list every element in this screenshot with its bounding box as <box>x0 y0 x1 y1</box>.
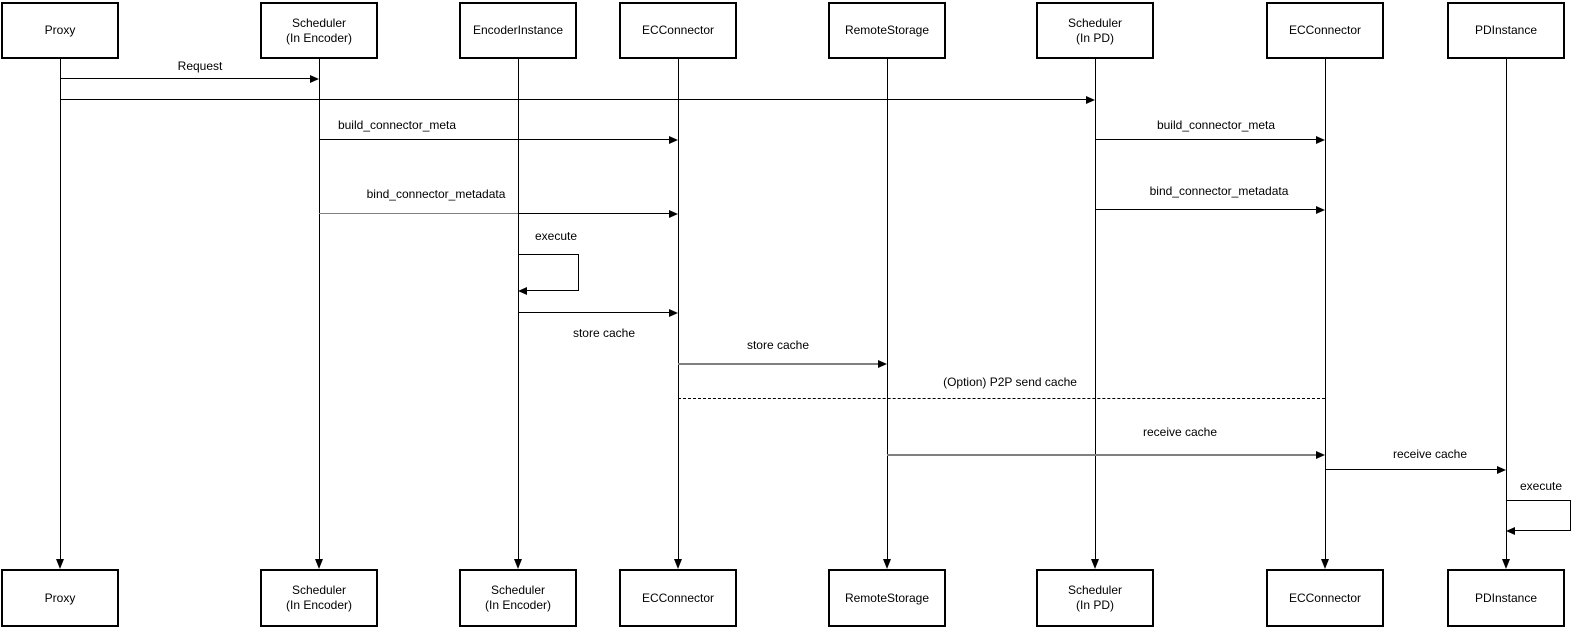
message-label-receive-cache-pd: receive cache <box>1390 447 1470 461</box>
actor-bottom-pd-instance: PDInstance <box>1447 569 1565 627</box>
lifeline-remote-storage <box>887 59 888 559</box>
lifeline-encoder-instance <box>518 59 519 559</box>
message-line-receive-cache-pd <box>1325 469 1498 470</box>
actor-bottom-ec-connector-1: ECConnector <box>619 569 737 627</box>
selfloop-arrowhead-execute-pd <box>1506 527 1515 535</box>
actor-top-ec-connector-2: ECConnector <box>1266 2 1384 59</box>
selfloop-right-execute-pd <box>1570 500 1571 531</box>
actor-bottom-encoder-instance: Scheduler (In Encoder) <box>459 569 577 627</box>
selfloop-top-execute-encoder <box>518 254 578 255</box>
message-arrowhead-build-connector-meta-pd <box>1316 136 1325 144</box>
message-line-bind-connector-metadata-encoder <box>319 213 670 214</box>
lifeline-scheduler-encoder <box>319 59 320 559</box>
message-line-build-connector-meta-encoder <box>319 139 670 140</box>
lifeline-ec-connector-2 <box>1325 59 1326 559</box>
message-line-p2p-send-cache <box>678 398 1325 399</box>
actor-bottom-scheduler-encoder: Scheduler (In Encoder) <box>260 569 378 627</box>
lifeline-pd-instance <box>1506 59 1507 559</box>
actor-top-scheduler-encoder: Scheduler (In Encoder) <box>260 2 378 59</box>
lifeline-arrowhead-ec-connector-2 <box>1321 559 1329 569</box>
message-line-store-cache-remote <box>678 363 879 365</box>
message-label-store-cache-connector: store cache <box>570 326 638 340</box>
message-line-forward-request <box>60 99 1087 100</box>
message-label-store-cache-remote: store cache <box>744 338 812 352</box>
actor-top-proxy: Proxy <box>1 2 119 59</box>
actor-top-encoder-instance: EncoderInstance <box>459 2 577 59</box>
actor-top-pd-instance: PDInstance <box>1447 2 1565 59</box>
message-arrowhead-build-connector-meta-encoder <box>669 136 678 144</box>
lifeline-arrowhead-encoder-instance <box>514 559 522 569</box>
message-arrowhead-store-cache-remote <box>878 360 887 368</box>
lifeline-arrowhead-proxy <box>56 559 64 569</box>
lifeline-arrowhead-pd-instance <box>1502 559 1510 569</box>
lifeline-arrowhead-remote-storage <box>883 559 891 569</box>
lifeline-arrowhead-ec-connector-1 <box>674 559 682 569</box>
message-label-receive-cache-connector: receive cache <box>1140 425 1220 439</box>
actor-bottom-scheduler-pd: Scheduler (In PD) <box>1036 569 1154 627</box>
message-label-request: Request <box>175 59 225 73</box>
lifeline-ec-connector-1 <box>678 59 679 559</box>
message-line-bind-connector-metadata-pd <box>1095 209 1317 210</box>
message-arrowhead-bind-connector-metadata-pd <box>1316 206 1325 214</box>
actor-top-scheduler-pd: Scheduler (In PD) <box>1036 2 1154 59</box>
actor-bottom-proxy: Proxy <box>1 569 119 627</box>
message-arrowhead-store-cache-connector <box>669 309 678 317</box>
message-arrowhead-bind-connector-metadata-encoder <box>669 210 678 218</box>
selfloop-right-execute-encoder <box>578 254 579 291</box>
lifeline-arrowhead-scheduler-encoder <box>315 559 323 569</box>
selfloop-label-execute-encoder: execute <box>532 229 580 243</box>
lifeline-scheduler-pd <box>1095 59 1096 559</box>
message-line-build-connector-meta-pd <box>1095 139 1317 140</box>
message-arrowhead-forward-request <box>1086 96 1095 104</box>
selfloop-bottom-execute-encoder <box>527 290 578 291</box>
message-label-bind-connector-metadata-encoder: bind_connector_metadata <box>364 187 508 201</box>
actor-bottom-remote-storage: RemoteStorage <box>828 569 946 627</box>
selfloop-arrowhead-execute-encoder <box>518 287 527 295</box>
message-line-receive-cache-connector <box>887 454 1317 456</box>
message-line-store-cache-connector <box>518 312 670 313</box>
message-arrowhead-request <box>310 75 319 83</box>
selfloop-label-execute-pd: execute <box>1517 479 1565 493</box>
message-label-bind-connector-metadata-pd: bind_connector_metadata <box>1147 184 1291 198</box>
message-label-build-connector-meta-pd: build_connector_meta <box>1154 118 1278 132</box>
message-arrowhead-receive-cache-pd <box>1497 466 1506 474</box>
message-line-request <box>60 78 311 79</box>
actor-top-ec-connector-1: ECConnector <box>619 2 737 59</box>
message-arrowhead-receive-cache-connector <box>1316 451 1325 459</box>
selfloop-bottom-execute-pd <box>1515 530 1570 531</box>
lifeline-arrowhead-scheduler-pd <box>1091 559 1099 569</box>
lifeline-proxy <box>60 59 61 559</box>
message-label-build-connector-meta-encoder: build_connector_meta <box>335 118 459 132</box>
actor-top-remote-storage: RemoteStorage <box>828 2 946 59</box>
message-label-p2p-send-cache: (Option) P2P send cache <box>941 375 1079 389</box>
actor-bottom-ec-connector-2: ECConnector <box>1266 569 1384 627</box>
selfloop-top-execute-pd <box>1506 500 1570 501</box>
